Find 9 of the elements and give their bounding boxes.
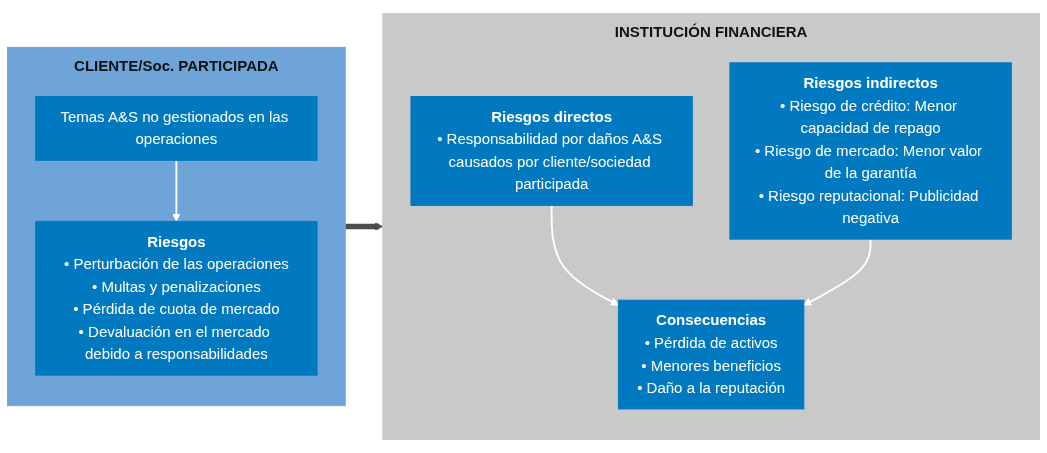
arrow (803, 238, 872, 306)
node-box: Riesgos • Perturbación de las operaciones • Multas y penalizaciones • Pérdida de cuota de mercado • Devaluación en el mercado debido a responsabilidades (35, 220, 318, 376)
node-box: Riesgos directos • Responsabilidad por daños A&S causados por cliente/sociedad participada (410, 96, 693, 206)
arrow (345, 222, 384, 231)
node-box: Temas A&S no gestionados en las operaciones (35, 96, 318, 161)
arrow (550, 204, 619, 306)
node-box: Consecuencias • Pérdida de activos • Menores beneficios • Daño a la reputación (617, 299, 805, 410)
arrow (172, 159, 181, 222)
node-box: Riesgos indirectos • Riesgo de crédito: Menor capacidad de repago • Riesgo de mercado: Menor valor de la garantía • Riesgo reputacional: Publicidad negativa (729, 62, 1012, 240)
